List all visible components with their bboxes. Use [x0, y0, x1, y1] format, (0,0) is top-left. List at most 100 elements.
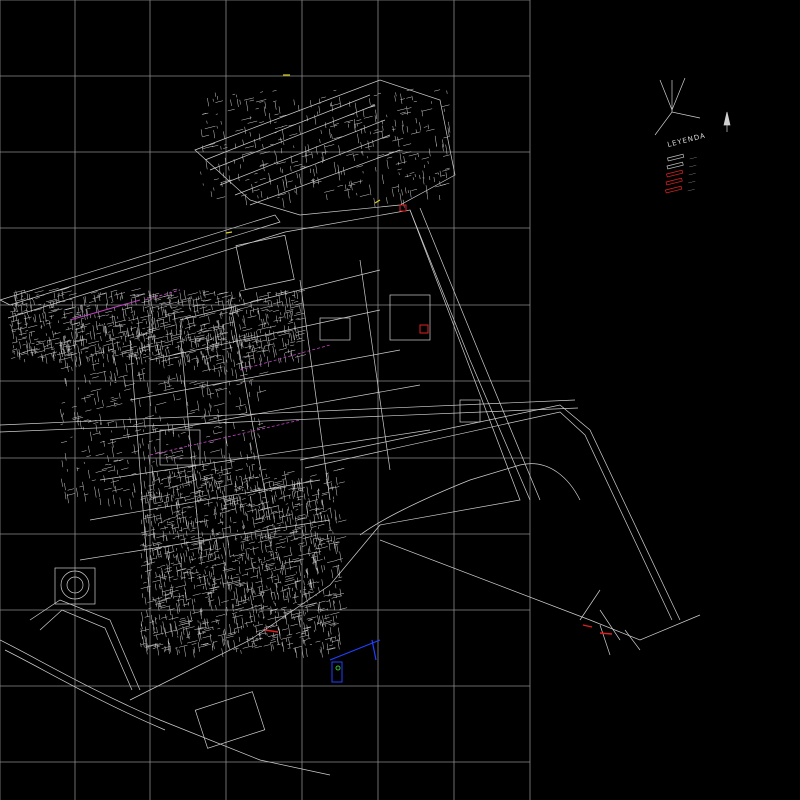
equipment-stroke — [250, 595, 253, 606]
equipment-stroke — [328, 529, 333, 532]
equipment-stroke — [208, 392, 215, 395]
equipment-stroke — [213, 324, 215, 329]
equipment-stroke — [114, 316, 117, 327]
equipment-stroke — [144, 344, 146, 353]
equipment-stroke — [192, 604, 195, 614]
tank-round-inner — [66, 576, 84, 594]
equipment-stroke — [152, 317, 154, 325]
equipment-stroke — [336, 558, 343, 561]
equipment-stroke — [221, 635, 224, 647]
equipment-stroke — [104, 325, 107, 337]
equipment-stroke — [144, 597, 147, 605]
equipment-stroke — [162, 494, 171, 497]
equipment-stroke — [240, 544, 243, 552]
equipment-stroke — [209, 388, 212, 399]
equipment-stroke — [61, 478, 63, 487]
equipment-stroke — [254, 532, 257, 540]
equipment-stroke — [199, 472, 202, 481]
equipment-stroke — [165, 335, 168, 337]
equipment-stroke — [217, 472, 222, 474]
equipment-stroke — [247, 305, 252, 308]
equipment-stroke — [51, 353, 53, 358]
equipment-stroke — [277, 486, 287, 490]
equipment-stroke — [270, 609, 278, 612]
equipment-stroke — [169, 475, 171, 484]
equipment-stroke — [214, 562, 226, 566]
equipment-stroke — [129, 417, 131, 424]
equipment-stroke — [261, 468, 267, 471]
equipment-stroke — [187, 546, 190, 552]
equipment-stroke — [173, 595, 178, 598]
equipment-stroke — [12, 349, 17, 351]
equipment-stroke — [86, 393, 94, 397]
equipment-stroke — [220, 332, 229, 335]
equipment-stroke — [101, 292, 106, 295]
equipment-stroke — [154, 547, 162, 550]
equipment-stroke — [19, 341, 21, 349]
equipment-stroke — [113, 465, 116, 472]
equipment-stroke — [249, 611, 252, 623]
equipment-stroke — [246, 479, 249, 488]
equipment-stroke — [332, 616, 335, 625]
equipment-stroke — [200, 642, 209, 646]
equipment-stroke — [308, 591, 310, 597]
equipment-stroke — [176, 464, 179, 474]
equipment-stroke — [258, 294, 269, 298]
equipment-stroke — [22, 336, 27, 339]
equipment-stroke — [148, 294, 159, 298]
equipment-stroke — [259, 589, 270, 593]
equipment-stroke — [216, 532, 221, 534]
equipment-stroke — [116, 469, 119, 475]
equipment-stroke — [260, 91, 264, 93]
equipment-stroke — [233, 159, 235, 164]
equipment-stroke — [273, 600, 275, 605]
equipment-stroke — [185, 336, 187, 342]
equipment-stroke — [86, 307, 91, 310]
equipment-stroke — [134, 294, 137, 306]
equipment-stroke — [246, 534, 249, 542]
equipment-stroke — [262, 144, 264, 149]
equipment-stroke — [263, 568, 274, 572]
equipment-stroke — [332, 600, 335, 611]
equipment-stroke — [140, 623, 142, 627]
equipment-stroke — [276, 486, 282, 488]
equipment-stroke — [146, 343, 153, 346]
equipment-stroke — [94, 486, 97, 498]
equipment-stroke — [310, 581, 312, 588]
equipment-stroke — [115, 319, 127, 323]
equipment-stroke — [273, 495, 276, 502]
equipment-stroke — [411, 188, 418, 191]
equipment-stroke — [160, 526, 169, 530]
equipment-stroke — [204, 518, 206, 527]
equipment-stroke — [327, 560, 338, 563]
equipment-stroke — [252, 636, 254, 644]
equipment-stroke — [195, 507, 198, 516]
equipment-stroke — [239, 324, 241, 330]
equipment-stroke — [343, 166, 345, 176]
equipment-stroke — [145, 335, 157, 339]
equipment-stroke — [422, 177, 425, 185]
equipment-stroke — [152, 532, 155, 539]
equipment-stroke — [282, 641, 285, 652]
equipment-stroke — [205, 312, 216, 316]
equipment-stroke — [255, 476, 260, 479]
equipment-stroke — [185, 475, 194, 479]
equipment-stroke — [254, 645, 262, 649]
equipment-stroke — [312, 554, 315, 565]
equipment-stroke — [290, 299, 295, 302]
equipment-stroke — [288, 586, 291, 598]
equipment-stroke — [299, 558, 302, 566]
equipment-stroke — [257, 489, 269, 494]
equipment-stroke — [319, 536, 322, 547]
equipment-stroke — [209, 551, 211, 559]
equipment-stroke — [12, 311, 15, 322]
equipment-stroke — [120, 335, 123, 338]
equipment-stroke — [301, 617, 303, 622]
equipment-stroke — [217, 295, 220, 306]
equipment-stroke — [327, 514, 329, 522]
equipment-stroke — [216, 298, 220, 300]
equipment-stroke — [265, 624, 267, 630]
equipment-stroke — [199, 621, 202, 630]
equipment-stroke — [273, 319, 279, 322]
equipment-stroke — [230, 458, 233, 468]
